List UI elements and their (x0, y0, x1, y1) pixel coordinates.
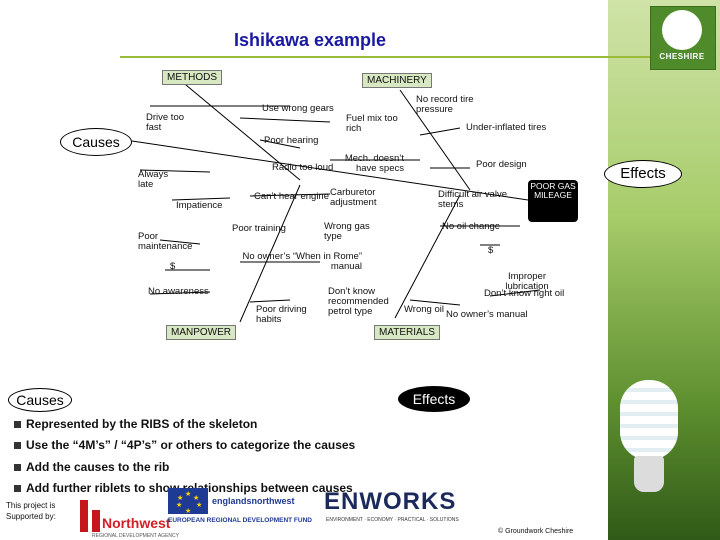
bullet-square-icon (14, 464, 21, 472)
enworks-logo-text: ENWORKS (324, 488, 457, 515)
cause-carburetor-adjustment: Carburetor adjustment (330, 187, 377, 208)
cause-poor-hearing: Poor hearing (264, 135, 319, 146)
copyright-text: © Groundwork Cheshire (498, 528, 574, 535)
cause-poor-maintenance: Poor maintenance (138, 231, 193, 252)
rib-manpower (239, 184, 301, 323)
cause-dont-know-recommended-petrol-type: Don’t know recommended petrol type (328, 286, 389, 317)
bullet-square-icon (14, 485, 21, 493)
cause-no-awareness: No awareness (148, 286, 209, 297)
title-divider (120, 56, 650, 58)
rib-methods (179, 79, 301, 181)
northwest-logo-text: Northwest (102, 515, 171, 531)
eu-fund-text: EUROPEAN REGIONAL DEVELOPMENT FUND (168, 517, 312, 524)
spine (131, 140, 529, 201)
eu-flag-icon (168, 488, 208, 514)
supported-by-text: This project is Supported by: (6, 501, 56, 521)
cause-use-wrong-gears: Use wrong gears (262, 103, 334, 114)
cause-wrong-gas-type: Wrong gas type (324, 221, 370, 242)
groundwork-logo-region: CHESHIRE (659, 52, 705, 61)
effects-label: Effects (604, 160, 682, 188)
groundwork-logo-emblem (662, 10, 702, 50)
cause-poor-training: Poor training (232, 223, 286, 234)
cause-dollar-manpower: $ (170, 261, 176, 272)
cause-wrong-oil: Wrong oil (404, 304, 444, 315)
bullet-square-icon (14, 421, 21, 429)
cause-radio-too-loud: Radio too loud (272, 162, 334, 173)
page-title: Ishikawa example (233, 30, 387, 50)
englands-northwest-text: englandsnorthwest (212, 496, 295, 506)
bulb-icon (620, 380, 678, 460)
cause-no-owners-when-in-rome-manual: No owner’s “When in Rome” manual (242, 251, 363, 272)
rib-materials (394, 194, 461, 319)
cause-dont-know-right-oil: Don’t know right oil (484, 288, 565, 299)
cause-cant-hear-engine: Can’t hear engine (254, 191, 329, 202)
bulb-base-icon (634, 456, 664, 492)
cause-mech-doesnt-have-specs: Mech. doesn’t have specs (344, 153, 404, 174)
cause-poor-design: Poor design (476, 159, 527, 170)
category-manpower: MANPOWER (166, 325, 236, 340)
northwest-logo-mark (80, 500, 88, 532)
category-methods: METHODS (162, 70, 222, 85)
cause-drive-too-fast: Drive too fast (146, 112, 185, 133)
cause-fuel-mix-too-rich: Fuel mix too rich (346, 113, 398, 134)
cause-no-record-tire-pressure: No record tire pressure (416, 94, 474, 115)
cause-improper-lubrication: Improper lubrication (505, 271, 549, 292)
cause-difficult-air-valve-stems: Difficult air valve stems (438, 189, 507, 210)
causes-label: Causes (60, 128, 132, 156)
cause-poor-driving-habits: Poor driving habits (256, 304, 307, 325)
bullet-item-3: Add the causes to the rib (14, 460, 169, 474)
northwest-logo-subtitle: REGIONAL DEVELOPMENT AGENCY (92, 533, 179, 539)
cause-dollar-materials: $ (488, 245, 494, 256)
problem-head: POOR GAS MILEAGE (528, 180, 578, 222)
enworks-logo-subtitle: ENVIRONMENT · ECONOMY · PRACTICAL · SOLU… (326, 517, 459, 523)
cause-always-late: Always late (138, 169, 169, 190)
cause-no-owners-manual: No owner’s manual (446, 309, 528, 320)
category-materials: MATERIALS (374, 325, 440, 340)
causes-oval: Causes (8, 388, 72, 412)
effects-oval: Effects (398, 386, 470, 412)
bullet-square-icon (14, 442, 21, 450)
category-machinery: MACHINERY (362, 73, 432, 88)
bullet-item-2: Use the “4M’s” / “4P’s” or others to cat… (14, 438, 355, 452)
northwest-logo-mark-2 (92, 510, 100, 532)
bullet-item-1: Represented by the RIBS of the skeleton (14, 417, 257, 431)
rib-machinery (399, 89, 471, 191)
cause-under-inflated-tires: Under-inflated tires (466, 122, 547, 133)
cause-impatience: Impatience (176, 200, 223, 211)
cause-no-oil-change: No oil change (442, 221, 501, 232)
